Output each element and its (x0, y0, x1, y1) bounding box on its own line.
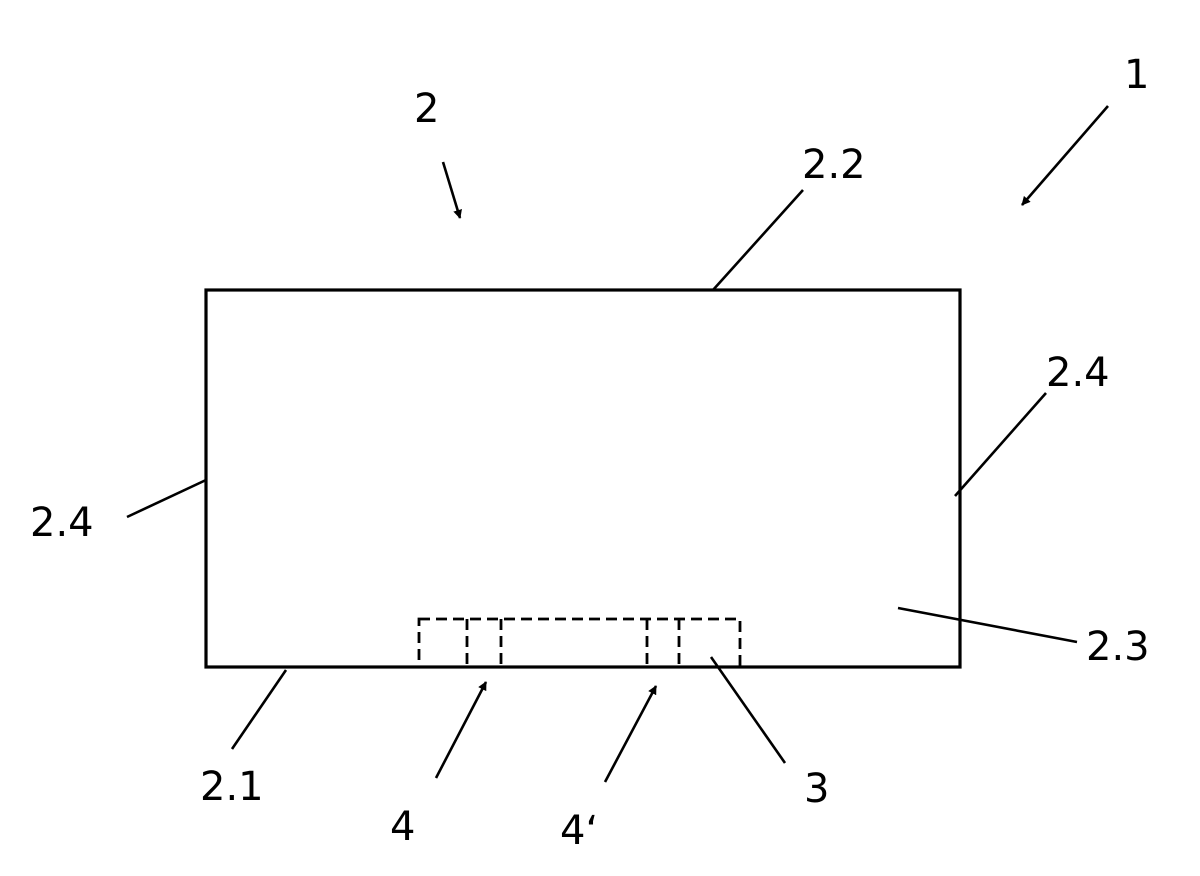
label-2-2: 2.2 (802, 142, 866, 188)
leader-2-4-left (126, 478, 207, 519)
label-2-1: 2.1 (200, 764, 264, 810)
label-2: 2 (414, 86, 439, 132)
leader-2-3 (897, 606, 1078, 644)
arrow-4 (434, 681, 488, 779)
label-4-prime: 4‘ (560, 808, 598, 854)
body-outline (204, 288, 962, 669)
label-2-4-left: 2.4 (30, 500, 94, 546)
arrow-4-prime (603, 685, 658, 783)
arrow-1 (1021, 105, 1109, 206)
leader-2-4-right (954, 392, 1047, 497)
label-2-4-right: 2.4 (1046, 350, 1110, 396)
label-3: 3 (804, 766, 829, 812)
label-4: 4 (390, 804, 415, 850)
leader-2-2 (712, 189, 804, 291)
label-2-3: 2.3 (1086, 624, 1150, 670)
label-1: 1 (1124, 52, 1149, 98)
leader-2-1 (230, 669, 288, 750)
dashed-component-outer (417, 617, 742, 669)
leader-3 (709, 656, 787, 764)
arrow-2 (441, 161, 462, 219)
dashed-component-group (417, 617, 742, 669)
